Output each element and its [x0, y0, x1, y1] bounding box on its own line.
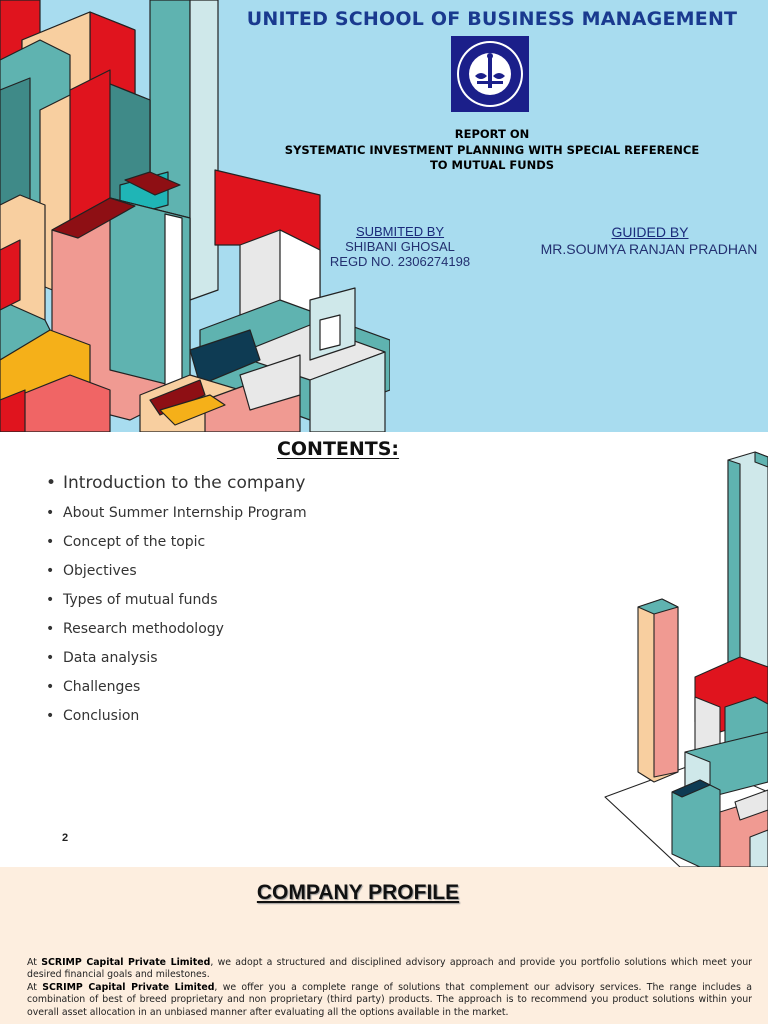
list-item: Introduction to the company	[46, 472, 307, 503]
contents-slide: CONTENTS: Introduction to the company Ab…	[0, 432, 768, 867]
school-name: UNITED SCHOOL OF BUSINESS MANAGEMENT	[246, 8, 738, 30]
list-item: Conclusion	[46, 706, 307, 735]
student-name: SHIBANI GHOSAL	[345, 239, 455, 254]
company-profile-title: COMPANY PROFILE	[256, 881, 460, 904]
profile-paragraph-2: At SCRIMP Capital Private Limited, we of…	[27, 982, 752, 1019]
contents-title: CONTENTS:	[276, 438, 400, 460]
company-name: SCRIMP Capital Private Limited	[42, 981, 215, 993]
registration-number: REGD NO. 2306274198	[329, 254, 471, 269]
contents-list: Introduction to the company About Summer…	[46, 472, 307, 735]
isometric-buildings-illustration	[0, 0, 390, 432]
list-item: Challenges	[46, 677, 307, 706]
guided-by-label: GUIDED BY	[611, 224, 689, 240]
list-item: Concept of the topic	[46, 532, 307, 561]
page-number: 2	[62, 832, 69, 844]
list-item: Research methodology	[46, 619, 307, 648]
list-item: Objectives	[46, 561, 307, 590]
list-item: About Summer Internship Program	[46, 503, 307, 532]
paragraph-text: At	[27, 957, 42, 968]
company-name: SCRIMP Capital Private Limited	[41, 957, 211, 968]
submitted-by-label: SUBMITED BY	[355, 224, 445, 239]
list-item: Types of mutual funds	[46, 590, 307, 619]
profile-paragraph-1: At SCRIMP Capital Private Limited, we ad…	[27, 957, 752, 982]
list-item: Data analysis	[46, 648, 307, 677]
guide-name: MR.SOUMYA RANJAN PRADHAN	[540, 241, 758, 257]
report-title-line3: TO MUTUAL FUNDS	[429, 158, 555, 172]
report-title: REPORT ON SYSTEMATIC INVESTMENT PLANNING…	[232, 127, 752, 174]
report-title-line2: SYSTEMATIC INVESTMENT PLANNING WITH SPEC…	[284, 142, 700, 157]
title-slide: UNITED SCHOOL OF BUSINESS MANAGEMENT REP…	[0, 0, 768, 432]
school-logo	[451, 36, 529, 112]
paragraph-text: At	[27, 981, 43, 993]
isometric-tower-illustration	[604, 451, 768, 867]
company-profile-slide: COMPANY PROFILE At SCRIMP Capital Privat…	[0, 867, 768, 1024]
paragraph-text: , we adopt a structured and disciplined …	[27, 957, 752, 981]
report-title-line1: REPORT ON	[454, 127, 530, 141]
paragraph-text: , we offer you a complete range of solut…	[27, 981, 752, 1018]
company-profile-text: At SCRIMP Capital Private Limited, we ad…	[27, 957, 752, 1019]
